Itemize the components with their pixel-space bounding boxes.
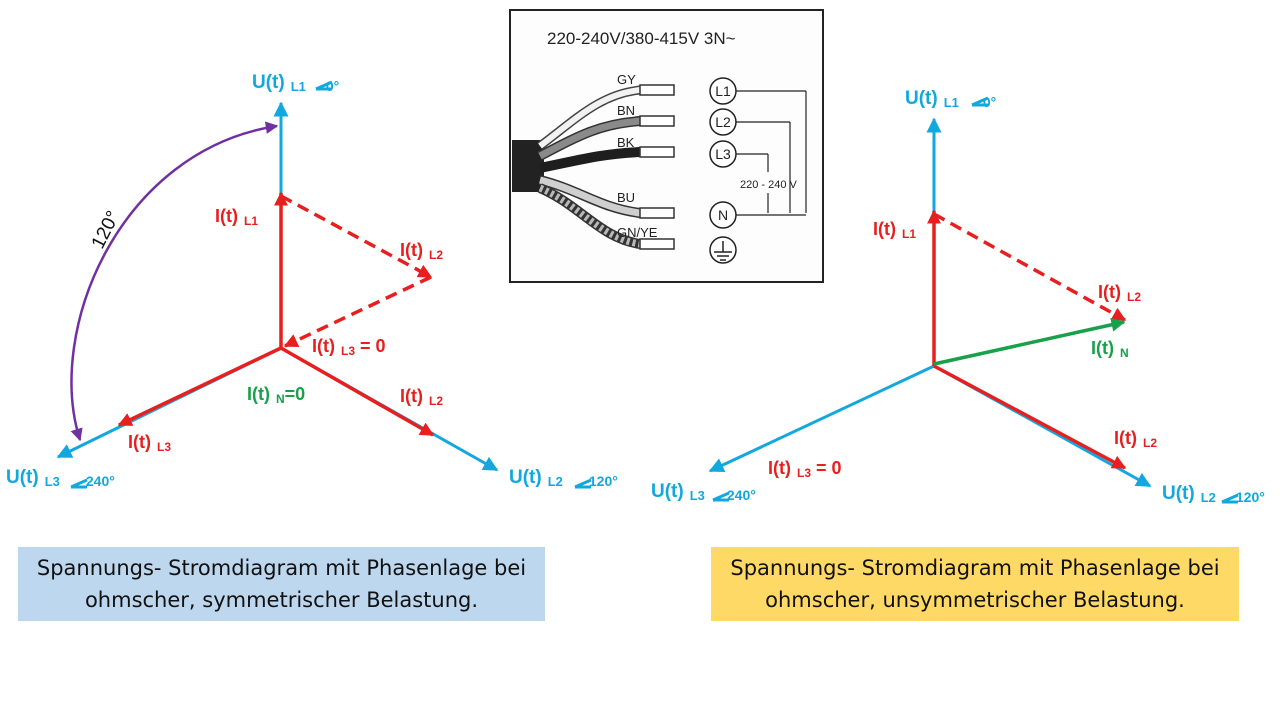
- right-i-l2-label: I(t)L2: [1114, 428, 1157, 450]
- wire-label-bk: BK: [617, 135, 635, 150]
- right-i-n-vector: [933, 317, 1126, 366]
- left-i-l2-label: I(t)L2: [400, 386, 443, 408]
- left-i-l3-dashed-vector: [283, 275, 432, 348]
- wire-label-bu: BU: [617, 190, 635, 205]
- wire-bu: [539, 176, 641, 217]
- terminal-l3: L3: [715, 146, 731, 162]
- terminal-l2: L2: [715, 114, 731, 130]
- right-i-l2-dashed-label: I(t)L2: [1098, 282, 1141, 304]
- terminal-voltage-label: 220 - 240 V: [740, 179, 798, 191]
- cable-jacket: [512, 140, 544, 192]
- wire-label-bn: BN: [617, 103, 635, 118]
- right-i-l3-zero-label: I(t)L3 = 0: [768, 458, 842, 480]
- ground-icon: [714, 241, 732, 261]
- left-i-l2-dashed-label: I(t)L2: [400, 240, 443, 262]
- left-i-l1-label: I(t)L1: [215, 206, 258, 228]
- wire-gnye: [538, 184, 641, 248]
- terminal-title: 220-240V/380-415V 3N~: [547, 29, 736, 48]
- wire-bk: [539, 147, 641, 173]
- left-120-degree-arc: [70, 121, 279, 442]
- terminal-n: N: [718, 207, 728, 223]
- terminal-connection-diagram: 220-240V/380-415V 3N~ GY BN BK BU GN/YE: [509, 9, 824, 283]
- wire-gy: [538, 87, 641, 149]
- caption-unsymmetric-line-1: Spannungs- Stromdiagram mit Phasenlage b…: [730, 556, 1220, 580]
- left-i-l2-dashed-vector: [280, 194, 433, 279]
- caption-unsymmetric: Spannungs- Stromdiagram mit Phasenlage b…: [711, 547, 1239, 621]
- right-i-l1-label: I(t)L1: [873, 219, 916, 241]
- terminal-l1: L1: [715, 83, 731, 99]
- left-i-l3-zero-label: I(t)L3 = 0: [312, 336, 386, 358]
- right-i-l2-dashed-vector: [933, 212, 1127, 322]
- right-u-l3-vector: [708, 364, 935, 473]
- right-i-l2-vector: [933, 364, 1127, 470]
- right-i-n-label: I(t)N: [1091, 338, 1129, 360]
- wire-bn: [538, 117, 641, 160]
- left-i-l2-vector: [280, 346, 435, 437]
- wire-label-gy: GY: [617, 72, 636, 87]
- caption-symmetric-line-1: Spannungs- Stromdiagram mit Phasenlage b…: [36, 556, 527, 580]
- caption-symmetric: Spannungs- Stromdiagram mit Phasenlage b…: [18, 547, 545, 621]
- left-i-l3-label: I(t)L3: [128, 432, 171, 454]
- caption-unsymmetric-line-2: ohmscher, unsymmetrischer Belastung.: [765, 588, 1185, 612]
- left-i-n-label: I(t)N=0: [247, 384, 305, 406]
- caption-symmetric-line-2: ohmscher, symmetrischer Belastung.: [84, 588, 479, 612]
- wire-label-gnye: GN/YE: [617, 225, 658, 240]
